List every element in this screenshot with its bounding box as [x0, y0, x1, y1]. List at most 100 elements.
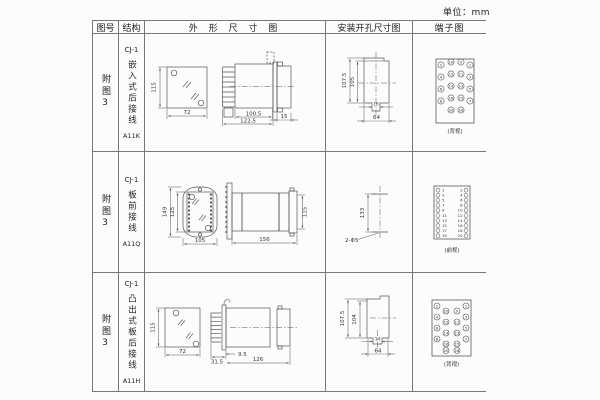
terminal-number: 5: [469, 86, 472, 91]
outline-drawing-a11h: 115 72 31.5 9.5 126: [151, 299, 298, 366]
code-label: A11K: [123, 131, 140, 140]
mounting-cell-row3: 107.5 104 14 64: [326, 273, 413, 392]
terminal-number: 11: [442, 213, 447, 218]
model-label: CJ-1: [124, 45, 139, 54]
terminal-number: 12: [458, 213, 463, 218]
terminal-number: 3: [465, 314, 468, 319]
header-terminal: 端子图: [413, 21, 486, 34]
structure-row2: CJ-1 板前接线 A11Q: [119, 152, 145, 273]
dim-label: 31.5: [211, 360, 224, 366]
fig-label: 附图3: [100, 193, 110, 231]
outline-cell-row1: 115 72 100.5 122.5 15: [145, 34, 326, 152]
dim-label: 115: [303, 206, 309, 217]
dim-label: 72: [179, 349, 186, 355]
dim-label: 15: [281, 114, 288, 120]
terminal-cell-row1: 2 10 9 1 4 12 11 3 6 14 13 5 8 16 15 7 2…: [413, 34, 486, 152]
terminal-number: 7: [442, 203, 445, 208]
terminal-number: 2: [460, 188, 463, 193]
structure-desc: 板前接线: [126, 190, 137, 234]
dim-label: 72: [184, 110, 191, 116]
dim-label: 115: [151, 322, 157, 333]
fig-no-row3: 附图3: [93, 273, 119, 392]
dim-label: 122.5: [240, 119, 256, 125]
dim-label: 64: [373, 115, 380, 121]
terminal-number: 1: [469, 62, 472, 67]
terminal-cell-row3: 2 10 9 1 4 12 11 3 6 14 13 5 8 16 15 7 2…: [413, 273, 486, 392]
terminal-number: 10: [458, 208, 463, 213]
model-label: CJ-1: [124, 176, 139, 184]
terminal-number: 9: [442, 208, 445, 213]
structure-desc: 嵌入式后接线: [126, 59, 137, 126]
terminal-number: 13: [455, 330, 460, 335]
dim-label: 125: [170, 206, 176, 217]
terminal-number: 10: [449, 59, 454, 64]
model-label: CJ-1: [124, 279, 139, 288]
terminal-number: 3: [442, 193, 445, 198]
terminal-number: 1: [442, 188, 445, 193]
spec-table: 图号 结构 外 形 尺 寸 图 安装开孔尺寸图 端子图 附图3 CJ-1 嵌入式…: [92, 20, 486, 392]
outline-drawing-a11k: 115 72 100.5 122.5 15: [152, 51, 298, 126]
terminal-number: 4: [436, 314, 439, 319]
terminal-number: 18: [458, 228, 463, 233]
dim-label: 107.5: [342, 72, 348, 88]
terminal-number: 2: [440, 62, 443, 67]
structure-row3: CJ-1 凸出式板后接线 A11H: [119, 273, 145, 392]
dim-label: 9.5: [238, 352, 247, 358]
structure-desc: 凸出式板后接线: [126, 293, 137, 371]
terminal-number: 11: [455, 319, 460, 324]
terminal-number: 14: [458, 218, 463, 223]
structure-row1: CJ-1 嵌入式后接线 A11K: [119, 34, 145, 152]
mounting-drawing-a11k: 107.5 105 16 64: [342, 52, 396, 123]
dim-label: 64: [375, 349, 382, 355]
terminal-number: 18: [459, 107, 464, 112]
terminal-number: 5: [465, 325, 468, 330]
terminal-number: 15: [459, 95, 464, 100]
dim-label: 107.5: [340, 310, 346, 326]
terminal-number: 10: [444, 308, 449, 313]
dim-label: 115: [152, 82, 158, 93]
terminal-grid: [435, 188, 469, 238]
terminal-number: 19: [442, 233, 447, 238]
terminal-number: 20: [449, 107, 454, 112]
dim-label: 16: [373, 102, 379, 108]
terminal-number: 13: [442, 218, 447, 223]
outline-cell-row3: 115 72 31.5 9.5 126: [145, 273, 326, 392]
unit-note: 单位：mm: [443, 8, 491, 18]
terminal-number: 8: [436, 336, 439, 341]
terminal-number: 2: [436, 303, 439, 308]
fig-label: 附图3: [100, 74, 110, 111]
terminal-number: 6: [440, 86, 443, 91]
terminal-number: 7: [465, 336, 468, 341]
terminal-number: 6: [436, 325, 439, 330]
fig-label: 附图3: [100, 313, 110, 351]
hole-note-label: 2-Φ5: [345, 238, 359, 244]
terminal-number: 16: [444, 341, 449, 346]
terminal-number: 11: [459, 71, 464, 76]
terminal-number: 16: [458, 223, 463, 228]
terminal-cell-row2: 1 3 5 7 9 11 13 15 17 19 2 4 6 8 10 12 1…: [413, 152, 486, 273]
terminal-number: 6: [460, 198, 463, 203]
terminal-number: 13: [459, 83, 464, 88]
terminal-number: 12: [444, 319, 449, 324]
terminal-number: 7: [469, 98, 472, 103]
view-label: (背视): [447, 127, 462, 135]
dim-label: 14: [375, 336, 381, 342]
terminal-number: 14: [449, 83, 454, 88]
terminal-number: 9: [456, 308, 459, 313]
terminal-number: 16: [449, 95, 454, 100]
terminal-number: 20: [458, 233, 463, 238]
terminal-diagram-a11h: 2 10 9 1 4 12 11 3 6 14 13 5 8 16 15 7 2…: [431, 299, 472, 368]
terminal-number: 15: [442, 223, 447, 228]
terminal-number: 8: [460, 203, 463, 208]
terminal-number: 8: [440, 98, 443, 103]
dim-label: 100.5: [246, 112, 262, 118]
dim-label: 105: [350, 76, 356, 87]
code-label: A11H: [122, 376, 141, 385]
header-fig-no: 图号: [93, 21, 119, 34]
mounting-drawing-a11q: 133 2-Φ5: [345, 186, 388, 244]
terminal-number: 3: [469, 74, 472, 79]
mounting-drawing-a11h: 107.5 104 14 64: [340, 295, 396, 357]
dim-label: 133: [360, 207, 366, 218]
mounting-cell-row1: 107.5 105 16 64: [326, 34, 413, 152]
header-structure: 结构: [119, 21, 145, 34]
